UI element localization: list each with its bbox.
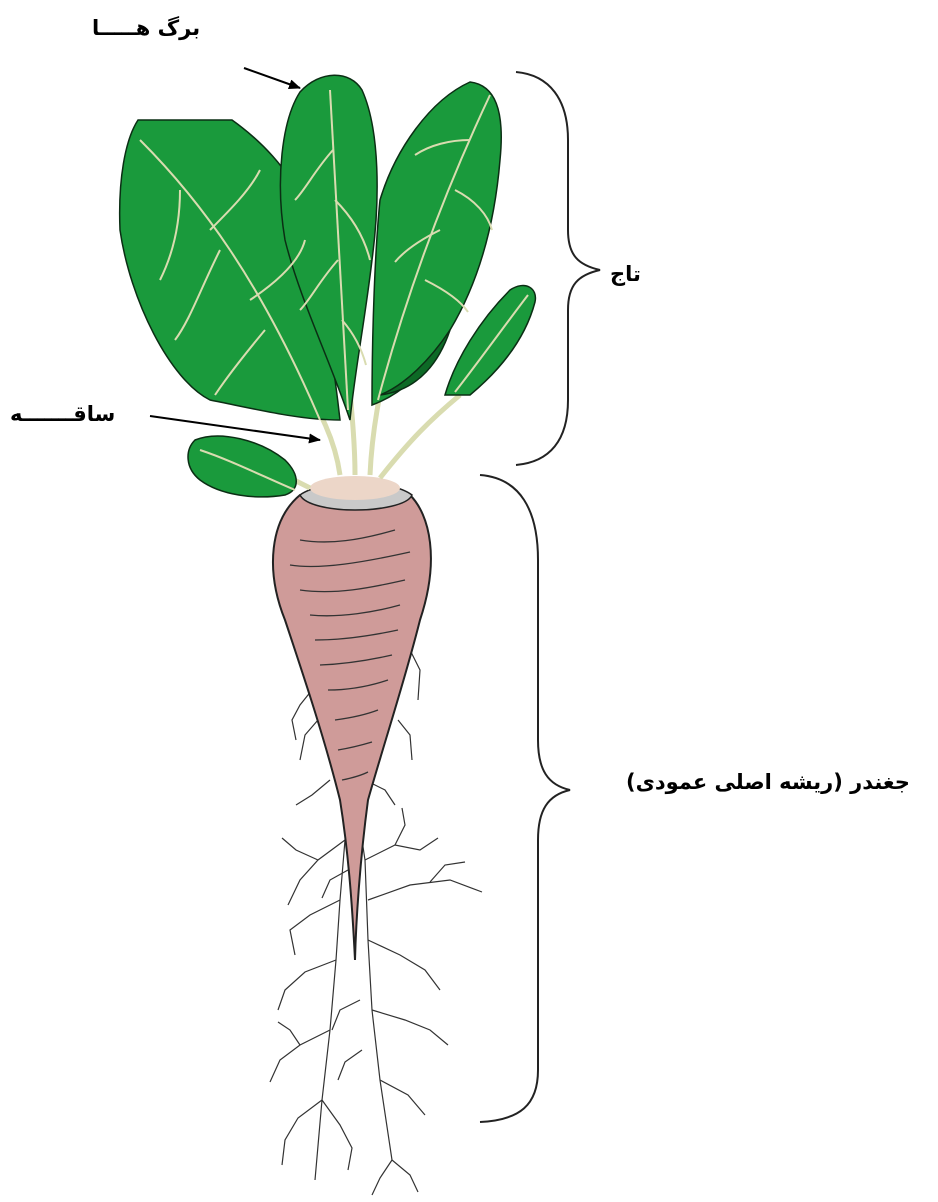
stem-arrow	[150, 416, 320, 440]
leaves-label: برگ هـــــا	[92, 16, 200, 40]
leaves-arrow	[244, 68, 300, 88]
stem-label: ساقـــــــه	[10, 402, 115, 426]
braces	[480, 72, 600, 1122]
crown-brace	[516, 72, 600, 465]
taproot-label: جغندر (ریشه اصلی عمودی)	[626, 770, 910, 794]
crown-label: تاج	[610, 262, 641, 286]
taproot-brace	[480, 475, 570, 1122]
